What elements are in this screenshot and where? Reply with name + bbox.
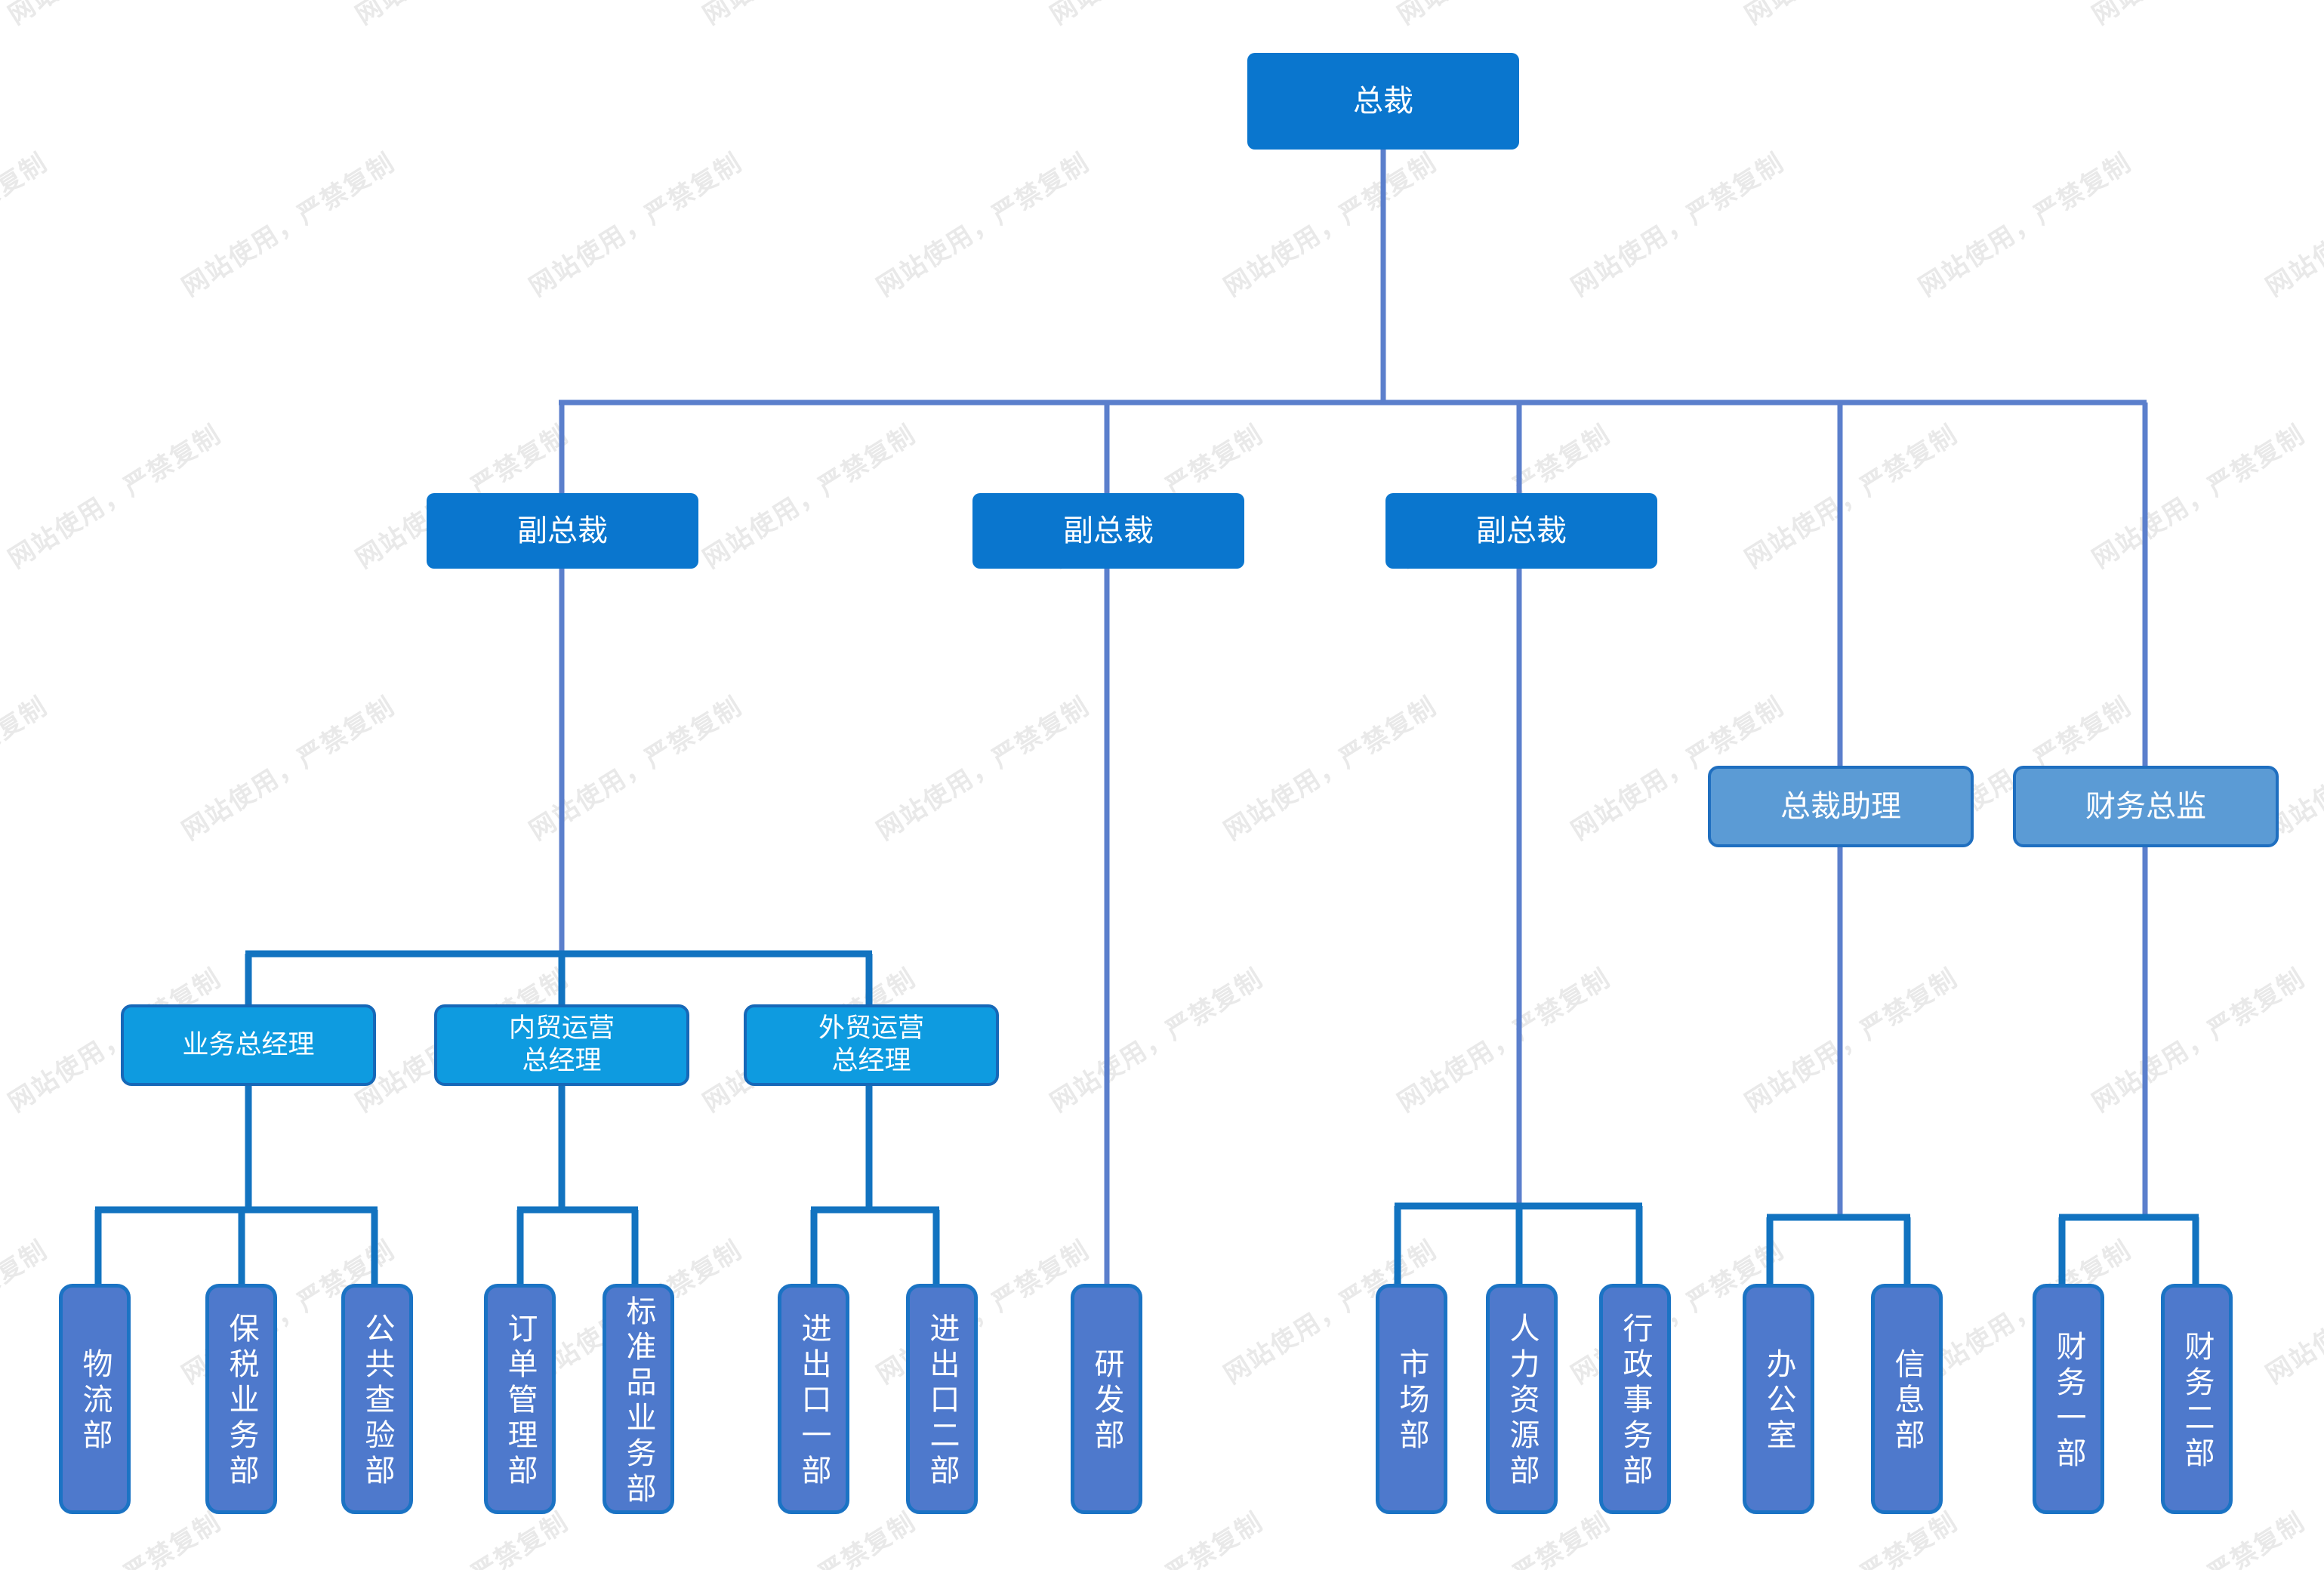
watermark-text: 网站使用，严禁复制 — [2084, 0, 2311, 32]
watermark-text: 网站使用，严禁复制 — [871, 1235, 1096, 1390]
watermark-text: 网站使用，严禁复制 — [1566, 147, 1790, 303]
watermark-text: 网站使用，严禁复制 — [698, 419, 922, 575]
watermark-text: 网站使用，严禁复制 — [3, 419, 227, 575]
watermark-text: 网站使用，严禁复制 — [524, 147, 748, 303]
node-department[interactable]: 研发部 — [1071, 1284, 1142, 1514]
watermark-text: 网站使用，严禁复制 — [1042, 0, 1269, 32]
node-vice-president-1[interactable]: 副总裁 — [427, 493, 698, 569]
watermark-text: 网站使用，严禁复制 — [1219, 691, 1443, 847]
node-department[interactable]: 公共查验部 — [341, 1284, 413, 1514]
node-business-general-manager[interactable]: 业务总经理 — [121, 1004, 376, 1086]
node-department[interactable]: 订单管理部 — [484, 1284, 556, 1514]
node-president-assistant[interactable]: 总裁助理 — [1708, 766, 1974, 847]
watermark-text: 网站使用，严禁复制 — [1913, 147, 2138, 303]
node-department[interactable]: 进出口二部 — [906, 1284, 978, 1514]
watermark-text: 网站使用，严禁复制 — [347, 0, 575, 32]
node-domestic-trade-general-manager[interactable]: 内贸运营 总经理 — [434, 1004, 689, 1086]
watermark-text: 网站使用，严禁复制 — [0, 691, 54, 847]
node-department[interactable]: 办公室 — [1743, 1284, 1814, 1514]
watermark-text: 网站使用，严禁复制 — [2261, 1235, 2324, 1390]
watermark-text: 网站使用，严禁复制 — [177, 691, 401, 847]
node-department[interactable]: 财务一部 — [2033, 1284, 2104, 1514]
node-president[interactable]: 总裁 — [1247, 53, 1519, 150]
watermark-text: 网站使用，严禁复制 — [1740, 419, 1964, 575]
watermark-text: 网站使用，严禁复制 — [1045, 963, 1269, 1118]
node-department[interactable]: 人力资源部 — [1486, 1284, 1558, 1514]
watermark-text: 网站使用，严禁复制 — [0, 1235, 54, 1390]
node-department[interactable]: 进出口一部 — [778, 1284, 849, 1514]
watermark-text: 网站使用，严禁复制 — [1219, 147, 1443, 303]
node-foreign-trade-general-manager[interactable]: 外贸运营 总经理 — [744, 1004, 999, 1086]
watermark-text: 网站使用，严禁复制 — [1392, 963, 1617, 1118]
watermark-text: 网站使用，严禁复制 — [2087, 963, 2311, 1118]
watermark-text: 网站使用，严禁复制 — [0, 147, 54, 303]
node-finance-director[interactable]: 财务总监 — [2013, 766, 2279, 847]
node-department[interactable]: 物流部 — [59, 1284, 131, 1514]
watermark-text: 网站使用，严禁复制 — [177, 147, 401, 303]
watermark-text: 网站使用，严禁复制 — [871, 147, 1096, 303]
node-department[interactable]: 市场部 — [1376, 1284, 1447, 1514]
node-department[interactable]: 行政事务部 — [1599, 1284, 1671, 1514]
watermark-text: 网站使用，严禁复制 — [2261, 147, 2324, 303]
watermark-text: 网站使用，严禁复制 — [0, 0, 227, 32]
watermark-text: 网站使用，严禁复制 — [695, 0, 922, 32]
node-department[interactable]: 信息部 — [1871, 1284, 1943, 1514]
node-department[interactable]: 保税业务部 — [205, 1284, 277, 1514]
node-department[interactable]: 标准品业务部 — [603, 1284, 674, 1514]
watermark-text: 网站使用，严禁复制 — [2087, 419, 2311, 575]
watermark-text: 网站使用，严禁复制 — [524, 691, 748, 847]
watermark-text: 网站使用，严禁复制 — [1740, 963, 1964, 1118]
watermark-text: 网站使用，严禁复制 — [1389, 0, 1617, 32]
watermark-text: 网站使用，严禁复制 — [1737, 0, 1964, 32]
node-department[interactable]: 财务二部 — [2161, 1284, 2233, 1514]
watermark-text: 网站使用，严禁复制 — [871, 691, 1096, 847]
node-vice-president-3[interactable]: 副总裁 — [1385, 493, 1657, 569]
node-vice-president-2[interactable]: 副总裁 — [972, 493, 1244, 569]
